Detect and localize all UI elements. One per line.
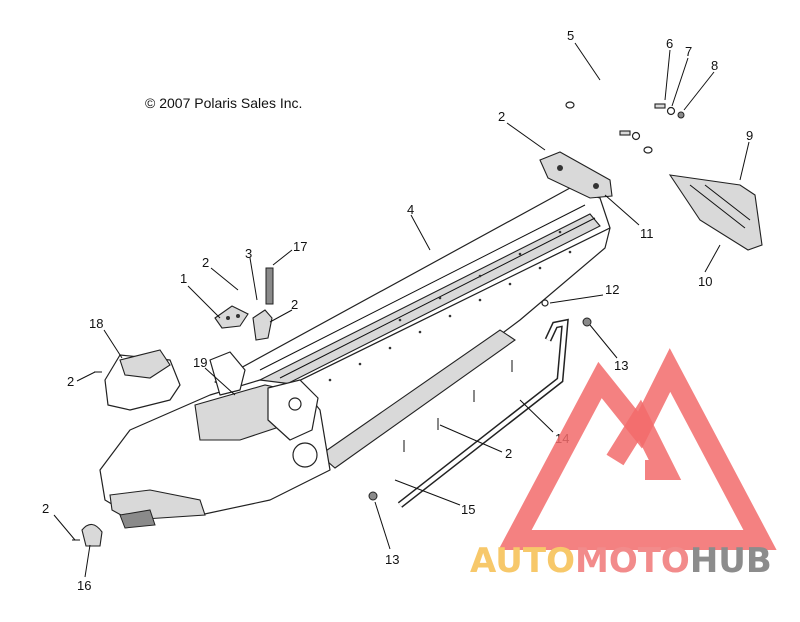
snow-flap-10 (668, 174, 763, 251)
rod-part-14 (397, 318, 569, 508)
bracket-part-3 (252, 267, 274, 341)
leader-lines (53, 42, 750, 578)
callout-6: 6 (666, 36, 673, 51)
strap-part-17 (265, 267, 274, 305)
callout-5: 5 (567, 28, 574, 43)
callout-17: 17 (293, 239, 307, 254)
bracket-part-11 (539, 151, 613, 199)
watermark-text-auto: AUTO (470, 541, 575, 581)
watermark-triangle-inner (606, 399, 682, 480)
callout-2-bottom: 2 (505, 446, 512, 461)
tunnel-crease-2 (279, 217, 596, 379)
callout-1: 1 (180, 271, 187, 286)
callout-4: 4 (407, 202, 414, 217)
watermark-text-hub: HUB (690, 541, 772, 581)
bulkhead-hole (288, 397, 302, 411)
callout-2-left-mid: 2 (291, 297, 298, 312)
watermark-logo: AUTOMOTOHUB (470, 348, 777, 581)
callout-18: 18 (89, 316, 103, 331)
running-board-mesh (319, 329, 516, 469)
bracket-part-1 (214, 305, 249, 329)
watermark-text: AUTOMOTOHUB (470, 541, 772, 581)
front-chassis (99, 351, 331, 529)
callout-10: 10 (698, 274, 712, 289)
rear-bumper-5 (565, 63, 712, 154)
callout-labels: 1 2 2 2 2 2 2 3 4 5 6 7 8 9 10 11 12 13 … (42, 28, 753, 593)
callout-2-far-left: 2 (67, 374, 74, 389)
hardware-6-7-8 (619, 103, 685, 141)
callout-2-bottom-left: 2 (42, 501, 49, 516)
tunnel-holes (328, 230, 572, 382)
bracket-part-18 (104, 349, 181, 411)
copyright-text: © 2007 Polaris Sales Inc. (145, 95, 302, 111)
callout-9: 9 (746, 128, 753, 143)
callout-13-bottom: 13 (385, 552, 399, 567)
callout-3: 3 (245, 246, 252, 261)
callout-19: 19 (193, 355, 207, 370)
tunnel-crease-1 (259, 204, 586, 371)
front-bracket (119, 509, 156, 529)
callout-13-right: 13 (614, 358, 628, 373)
callout-11: 11 (640, 226, 654, 241)
fasteners (72, 299, 592, 541)
callout-16: 16 (77, 578, 91, 593)
watermark-text-moto: MOTO (575, 541, 690, 581)
watermark-triangle-outer (498, 348, 777, 550)
upright-post (209, 351, 246, 396)
callout-8: 8 (711, 58, 718, 73)
bulkhead-round-cutout (292, 442, 318, 468)
callout-12: 12 (605, 282, 619, 297)
callout-15: 15 (461, 502, 475, 517)
callout-2-rear: 2 (498, 109, 505, 124)
tunnel-assembly (214, 187, 611, 481)
callout-7: 7 (685, 44, 692, 59)
cap-part-16 (81, 523, 103, 547)
callout-2-left-top: 2 (202, 255, 209, 270)
